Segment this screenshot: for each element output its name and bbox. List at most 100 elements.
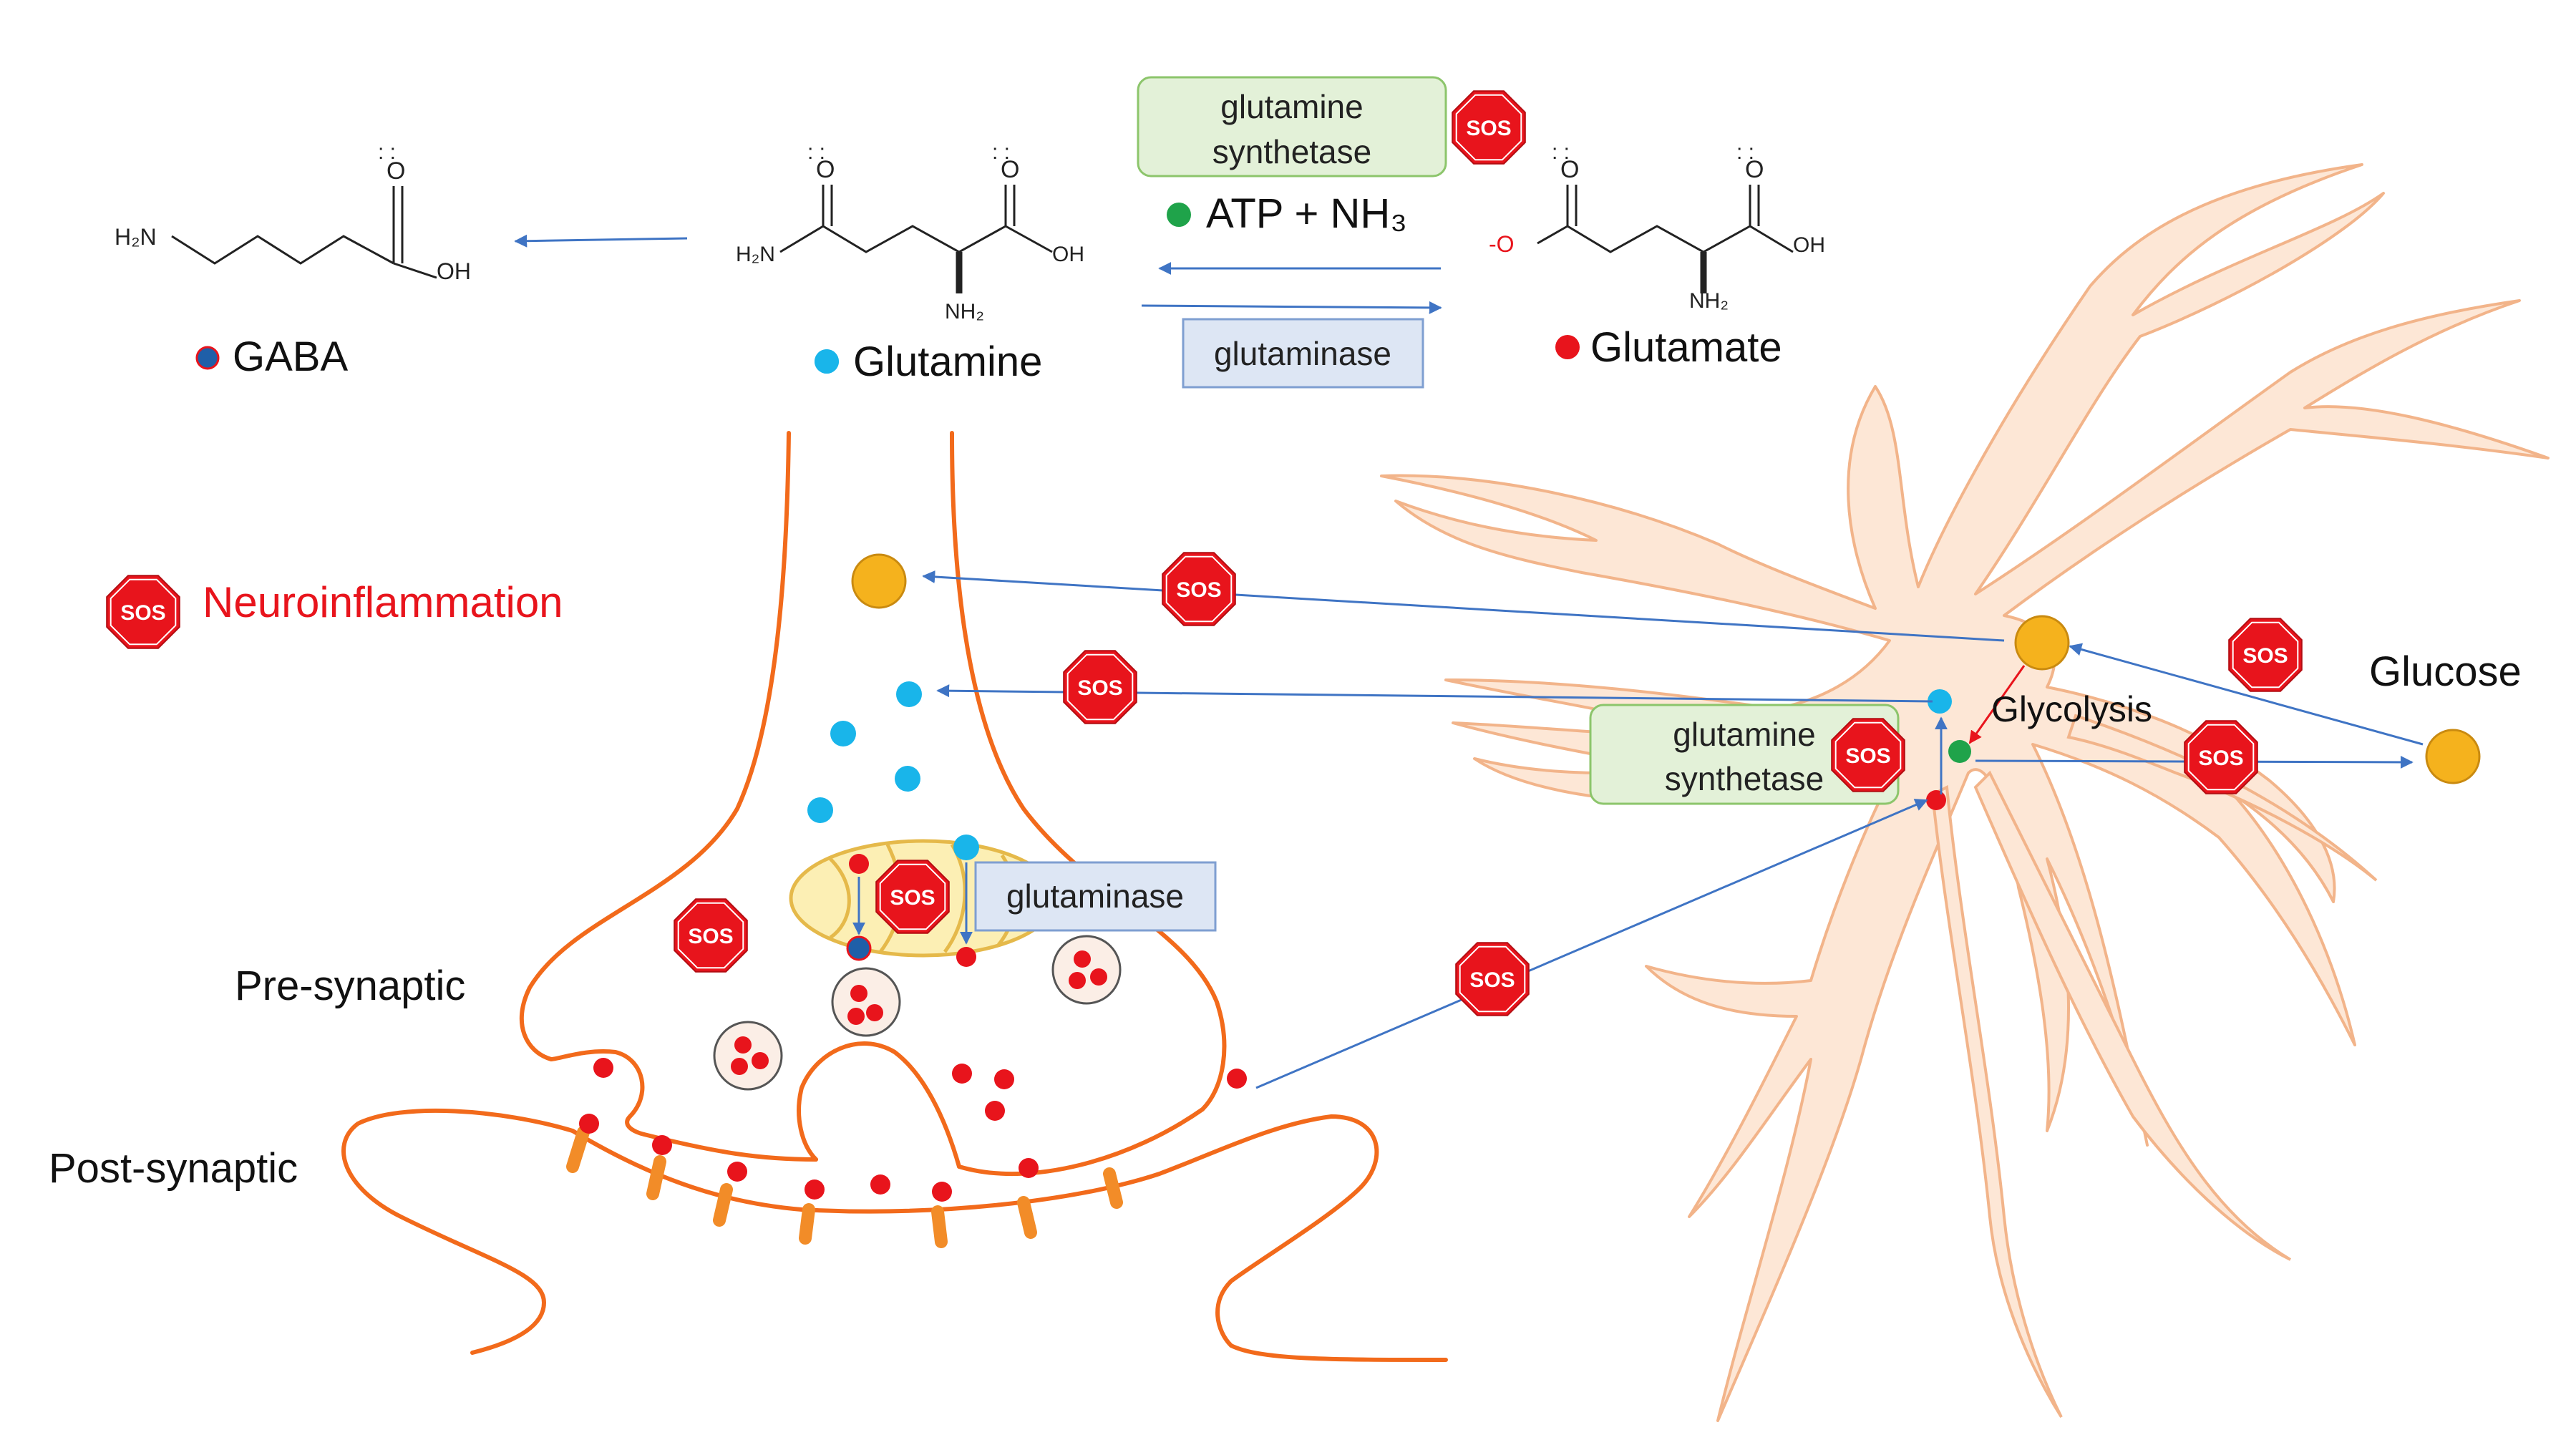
vesicle [713,1021,783,1091]
receptor [1017,1196,1037,1239]
sos-text: SOS [890,886,935,910]
arrow-icon [1968,665,2026,744]
glutamate-dot [956,947,976,967]
glutamine-oxygen-left: O [816,156,835,183]
glutamine-amine: NH₂ [945,300,984,324]
glutamate-dot [932,1182,952,1202]
stop-sign-icon: SOS [2184,720,2258,794]
glutamate-oxygen-left: O [1560,156,1579,183]
gaba-dot [846,935,872,961]
gaba-structure [171,186,437,279]
atp-dots [1167,203,1971,763]
glutamate-dot [866,1004,883,1021]
arrow-icon [2069,643,2424,746]
stop-sign-icon: SOS [674,898,748,973]
glutamine-dot [953,835,979,860]
synthetase-box-top [1137,76,1447,177]
stop-sign-icon: SOS [875,860,950,934]
glycolysis-label: Glycolysis [1991,689,2152,729]
vesicle [831,967,901,1037]
glutamate-dot [731,1058,748,1075]
postsynaptic-label: Post-synaptic [49,1145,298,1192]
sos-text: SOS [1466,117,1511,140]
stop-sign-icon: SOS [1452,90,1526,165]
glutamine-dot [1928,689,1952,714]
stop-sign-icon: SOS [1455,942,1530,1016]
gaba-amine: H₂N [115,224,157,250]
glutamine-oxygen-right: O [1001,156,1019,183]
glutamate-lone-pair: : : [1552,140,1570,164]
glutamate-dot [727,1162,747,1182]
synthetase-astro-line1: glutamine [1673,716,1815,753]
glutaminase-label-top: glutaminase [1214,335,1391,372]
glucose-dot [2425,729,2481,784]
arrow-icon [514,234,688,248]
arrow-icon [922,570,2005,642]
glutamine-hydroxyl: OH [1052,243,1084,266]
presynaptic-label: Pre-synaptic [235,963,465,1009]
vesicle [1051,935,1122,1005]
glutamate-dot [1090,968,1107,986]
glutaminase-box-top [1182,318,1424,389]
glutaminase-box-synapse [974,861,1217,932]
glutamate-dot [850,985,867,1002]
glutamate-dot [1019,1158,1039,1178]
glutamate-dot [952,1064,972,1084]
glutamine-label: Glutamine [853,339,1042,385]
glutamate-oxygen-right: O [1745,156,1764,183]
stop-sign-icon: SOS [1831,718,1905,792]
glutamate-dot [652,1135,672,1155]
glutamate-dot [752,1052,769,1069]
atp-dot [1948,740,1971,763]
stop-sign-icon: SOS [106,575,180,649]
glutamine-structure [779,185,1053,293]
glutamate-label: Glutamate [1590,324,1782,371]
gaba-lone-pair: : : [378,140,396,164]
glucose-dot [2014,615,2070,671]
astrocyte-body [1380,163,2550,1422]
glutamate-dot [1074,950,1091,968]
sos-text: SOS [2198,746,2243,770]
sos-text: SOS [1845,744,1890,768]
glucose-label: Glucose [2369,648,2522,695]
glutamine-dot [815,349,839,374]
receptor [646,1155,666,1200]
glutamate-amine: NH₂ [1689,289,1729,313]
glutamine-lone-pair: : : [992,140,1010,164]
stop-sign-icon: SOS [2228,618,2303,692]
glutaminase-label-synapse: glutaminase [1006,877,1184,915]
receptor [931,1205,948,1248]
glutamine-lone-pair: : : [807,140,825,164]
glutamate-dot [870,1174,890,1195]
glutamate-dot [593,1058,613,1078]
glutamine-dot [807,797,833,823]
glutamine-amide: H₂N [736,243,775,266]
glucose-dot [851,553,907,609]
glutamine-dots [807,349,1952,860]
glutamine-dot [830,721,856,746]
glutamine-dot [896,681,922,707]
neuroinflammation-label: Neuroinflammation [203,578,563,626]
sos-text: SOS [688,925,733,948]
sos-text: SOS [120,601,165,625]
stop-sign-icon: SOS [1063,650,1137,724]
glutamine-dot [895,766,920,792]
presynaptic-terminal [519,431,1227,1176]
synthetase-line2: synthetase [1212,133,1371,170]
glutamate-hydroxyl: OH [1793,233,1825,257]
glutamate-dot [579,1114,599,1134]
glutamate-structure [1537,185,1794,293]
glutamate-dot [1555,335,1580,359]
glutamate-dot [994,1069,1014,1089]
glutamate-dot [1069,972,1086,989]
sos-text: SOS [1469,968,1515,992]
sos-text: SOS [1176,578,1221,602]
glutamate-dot [734,1036,752,1054]
vesicles [713,935,1122,1091]
gaba-hydroxyl: OH [437,258,471,284]
glutamate-dot [847,1008,865,1025]
sos-text: SOS [1077,676,1122,700]
sos-text: SOS [2242,644,2288,668]
receptor [799,1203,815,1245]
glutamate-lone-pair: : : [1736,140,1754,164]
